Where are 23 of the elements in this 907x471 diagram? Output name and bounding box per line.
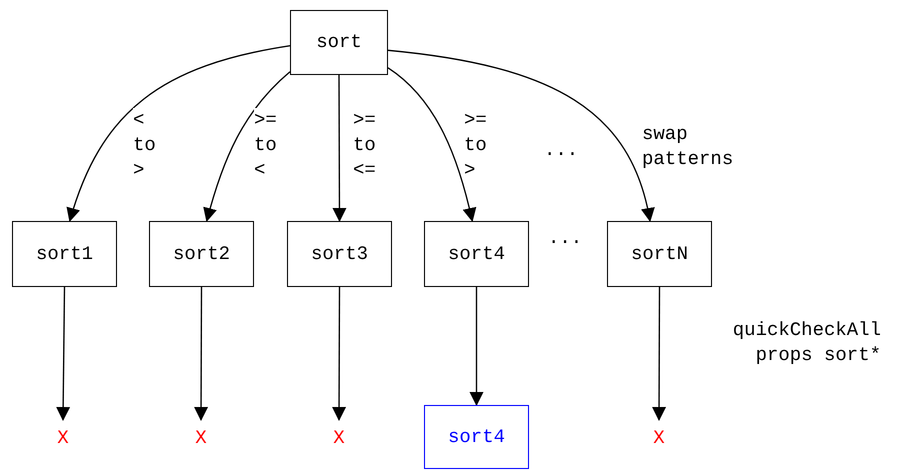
arrow [332, 287, 346, 421]
arrow [56, 287, 70, 421]
node-label: X [181, 420, 221, 456]
process-box: sort [290, 10, 388, 75]
process-box: sortN [607, 221, 712, 287]
arrow [332, 75, 346, 222]
node-label: X [639, 420, 679, 456]
arrow [203, 71, 290, 222]
arrow [67, 45, 290, 222]
arrow [388, 50, 654, 222]
arrow [652, 287, 666, 421]
arrow [470, 287, 484, 406]
process-box: sort4 [424, 405, 529, 469]
process-box: sort2 [149, 221, 254, 287]
process-box: sort4 [424, 221, 529, 287]
node-label: X [319, 420, 359, 456]
process-box: sort3 [287, 221, 392, 287]
process-box: sort1 [12, 221, 117, 287]
arrow [194, 287, 208, 421]
arrow [388, 67, 476, 222]
ellipsis-label: ... [544, 138, 578, 163]
ellipsis-label: ... [548, 226, 582, 251]
node-label: X [43, 420, 83, 456]
